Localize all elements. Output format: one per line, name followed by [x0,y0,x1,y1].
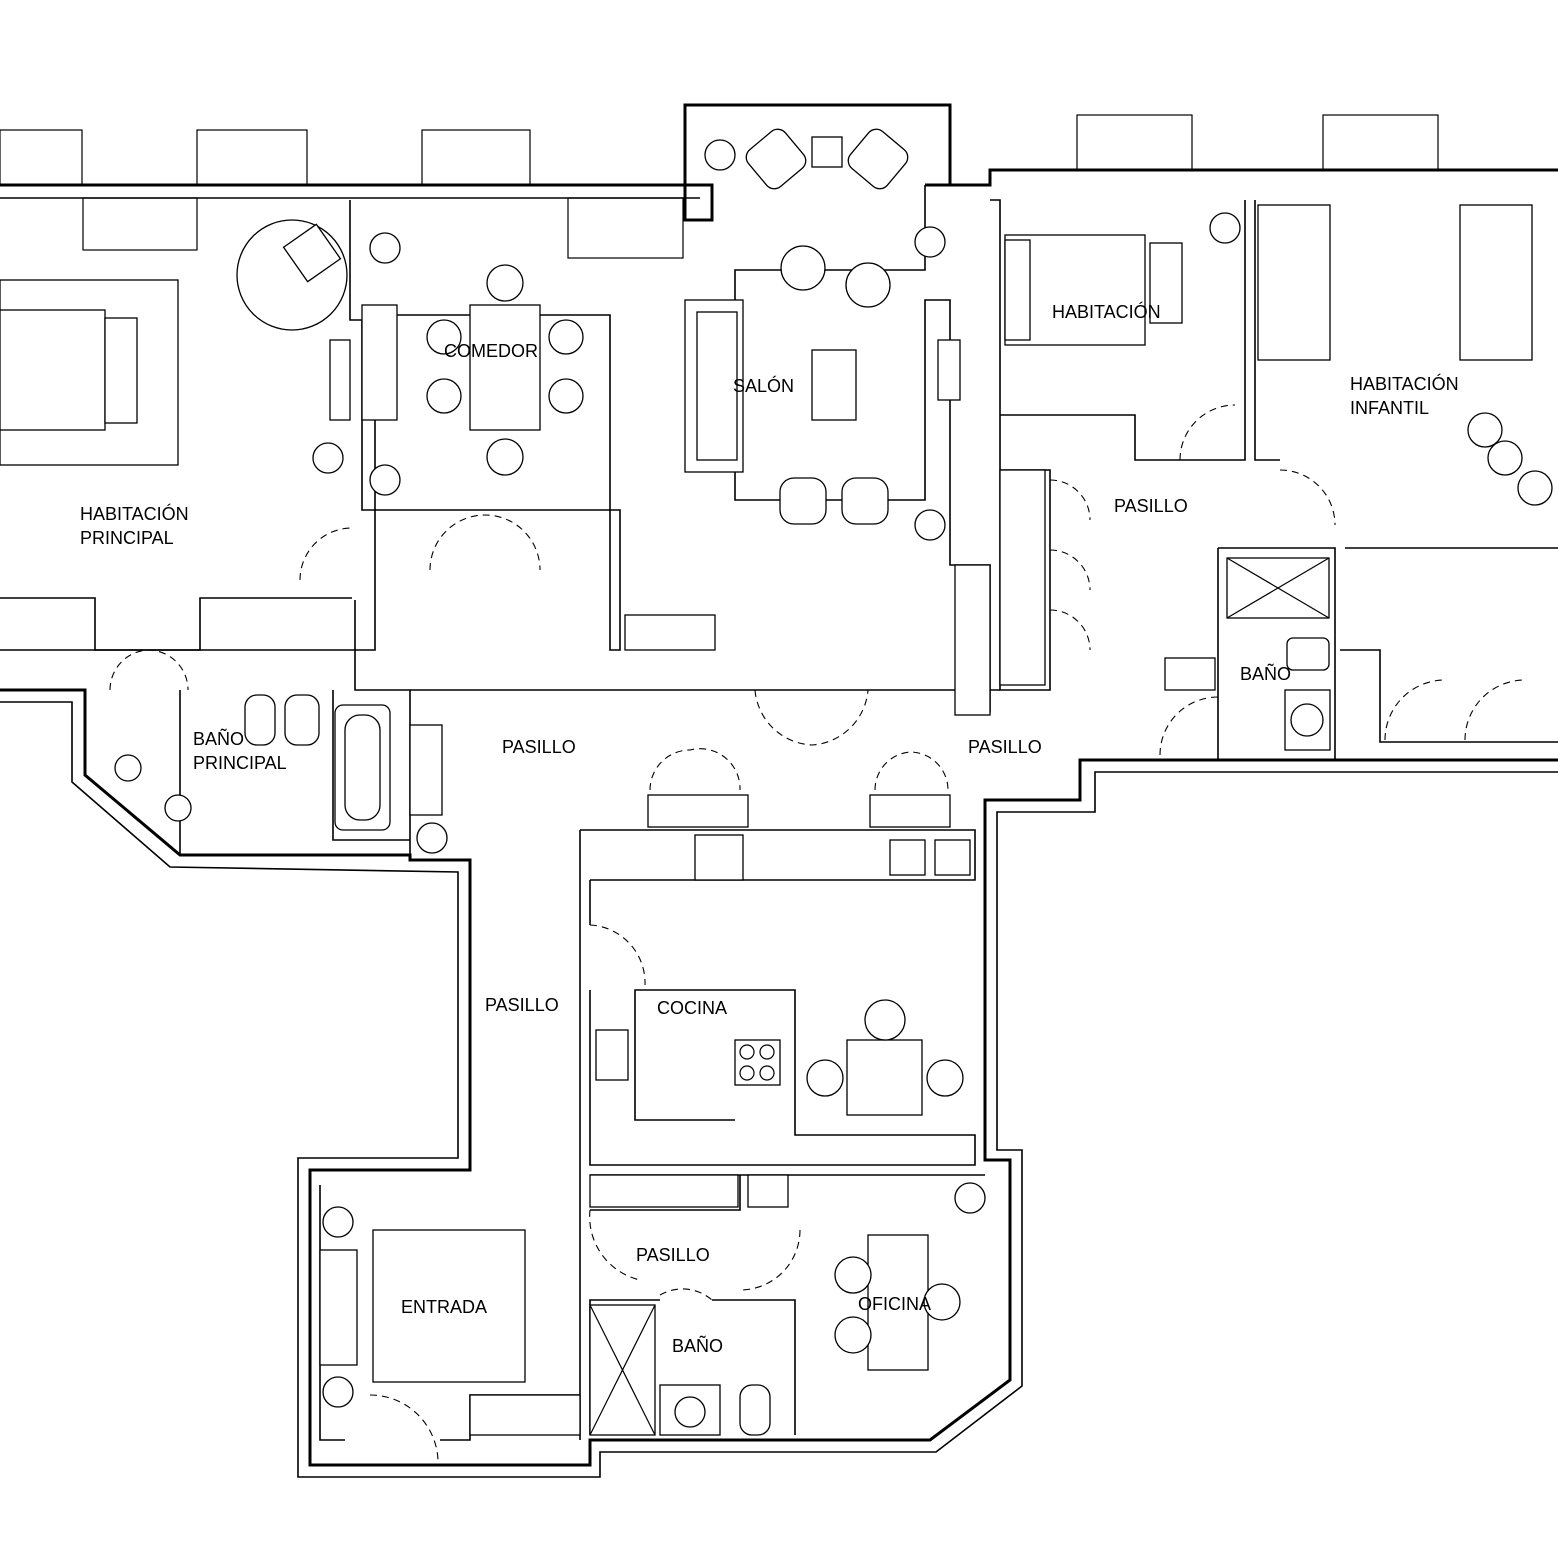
plant-icons [312,139,1241,1408]
label-pasillo: PASILLO [502,737,576,757]
room-labels: HABITACIÓN PRINCIPAL COMEDOR SALÓN HABIT… [80,301,1459,1356]
label-oficina: OFICINA [858,1294,931,1314]
label-habitacion-infantil-1: HABITACIÓN [1350,373,1459,394]
label-pasillo: PASILLO [485,995,559,1015]
label-comedor: COMEDOR [444,341,538,361]
label-pasillo: PASILLO [968,737,1042,757]
label-entrada: ENTRADA [401,1297,487,1317]
interior-walls [0,185,1558,1441]
windows [0,114,1439,259]
label-habitacion-infantil-2: INFANTIL [1350,398,1429,418]
label-bano: BAÑO [672,1335,723,1356]
label-bano: BAÑO [1240,663,1291,684]
furniture [0,128,1553,1436]
label-pasillo: PASILLO [636,1245,710,1265]
label-salon: SALÓN [733,375,794,396]
label-cocina: COCINA [657,998,727,1018]
label-habitacion: HABITACIÓN [1052,301,1161,322]
label-habitacion-principal-1: HABITACIÓN [80,503,189,524]
label-habitacion-principal-2: PRINCIPAL [80,528,174,548]
label-pasillo: PASILLO [1114,496,1188,516]
label-bano-principal-1: BAÑO [193,728,244,749]
doors [109,404,1526,1461]
label-bano-principal-2: PRINCIPAL [193,753,287,773]
